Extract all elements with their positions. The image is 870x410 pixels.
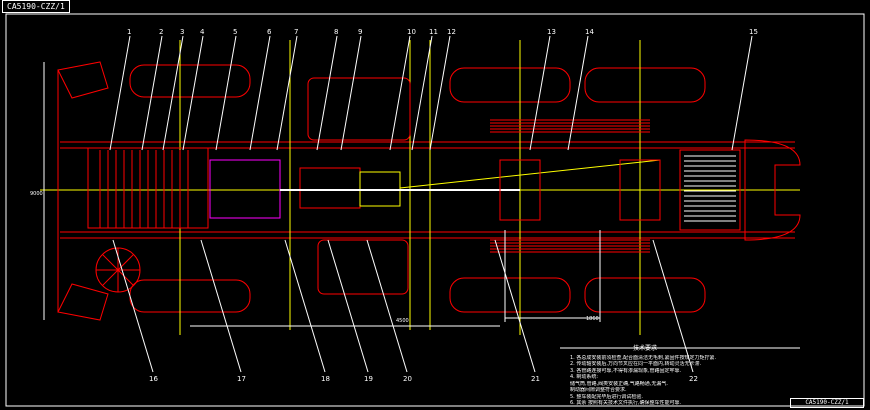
drawing-tab[interactable]: CA5190-CZZ/1 <box>2 0 70 13</box>
notes-line: 6. 其余 按照有关技术文件执行,确保整车性能可靠. <box>570 400 682 406</box>
rear-pack <box>679 149 741 231</box>
callout-leader <box>731 35 753 151</box>
spare-wheel-spoke <box>102 269 119 286</box>
callout-leader <box>112 239 154 373</box>
tire <box>584 67 706 103</box>
callout-leader <box>494 239 536 373</box>
callout-leader <box>340 35 362 151</box>
rear-axle-housing-1 <box>499 159 541 221</box>
callout-number: 8 <box>334 28 338 36</box>
callout-leader <box>276 35 298 151</box>
tire <box>129 279 251 313</box>
callout-leader <box>200 239 242 373</box>
callout-number: 16 <box>149 375 158 383</box>
callout-number: 12 <box>447 28 456 36</box>
rear-crossmember <box>744 139 801 241</box>
notes-title: 技术要求 <box>632 345 657 352</box>
notes-line: 制动器间隙调整符合要求. <box>570 387 627 393</box>
callout-leader <box>316 35 338 151</box>
tire <box>584 277 706 313</box>
callout-leader <box>284 239 326 373</box>
callout-number: 14 <box>585 28 594 36</box>
drawing-border <box>5 13 865 407</box>
callout-leader <box>567 35 589 151</box>
brake-line <box>399 159 661 189</box>
callout-number: 21 <box>531 375 540 383</box>
callout-number: 13 <box>547 28 556 36</box>
dimension-track: 1860 <box>586 316 599 322</box>
rear-axle-housing-2 <box>619 159 661 221</box>
callout-leader <box>529 35 551 151</box>
callout-number: 4 <box>200 28 205 36</box>
notes-line: 5. 整车装配完毕后进行调试检验. <box>570 393 643 400</box>
battery-box <box>317 239 409 295</box>
notes-line: 储气筒,管路,阀类安装正确,气路畅通,无漏气. <box>570 380 668 387</box>
callout-number: 10 <box>407 28 416 36</box>
callout-leader <box>109 35 131 151</box>
spare-wheel-spoke <box>117 269 134 286</box>
tire <box>449 277 571 313</box>
callout-number: 6 <box>267 28 272 36</box>
bumper-upper <box>57 61 109 99</box>
spare-wheel-spoke <box>102 254 119 271</box>
notes-line: 2. 传动轴安装后,万向节叉应在同一平面内,转动灵活无卡滞. <box>570 361 702 367</box>
callout-leader <box>429 35 451 151</box>
callout-number: 17 <box>237 375 246 383</box>
gearbox <box>209 159 281 219</box>
notes-line: 3. 各管路连接可靠,不得有渗漏现象,管路固定牢靠. <box>570 367 682 374</box>
callout-number: 18 <box>321 375 330 383</box>
notes-line: 4. 制动系统: <box>570 374 599 380</box>
dimension-overall-length: 9000 <box>30 191 43 197</box>
callout-number: 2 <box>159 28 163 36</box>
spare-wheel-spoke <box>117 254 134 271</box>
callout-leader <box>249 35 271 151</box>
callout-leader <box>389 35 411 151</box>
transfer-case <box>299 167 361 209</box>
dimension-wheelbase: 4500 <box>396 318 409 324</box>
callout-number: 5 <box>233 28 237 36</box>
callout-number: 1 <box>127 28 131 36</box>
callout-leader <box>182 35 204 151</box>
callout-leader <box>652 239 694 373</box>
tire <box>129 64 251 98</box>
title-block: CA5190-CZZ/1 <box>790 398 864 408</box>
callout-number: 22 <box>689 375 698 383</box>
callout-leader <box>411 35 433 151</box>
callout-leader <box>327 239 369 373</box>
callout-number: 15 <box>749 28 758 36</box>
callout-number: 3 <box>180 28 184 36</box>
callout-leader <box>215 35 237 151</box>
callout-number: 11 <box>429 28 438 36</box>
callout-leader <box>162 35 184 151</box>
bumper-lower <box>57 283 109 321</box>
technical-notes: 技术要求 1. 各总成安装前须检查,配合面清洁无毛刺,紧固件按规定力矩拧紧. 2… <box>570 345 720 407</box>
notes-line: 1. 各总成安装前须检查,配合面清洁无毛刺,紧固件按规定力矩拧紧. <box>570 354 717 361</box>
callout-number: 9 <box>358 28 362 36</box>
callout-leader <box>366 239 408 373</box>
callout-number: 7 <box>294 28 298 36</box>
callout-number: 19 <box>364 375 373 383</box>
fuel-tank <box>307 77 411 141</box>
tire <box>449 67 571 103</box>
callout-number: 20 <box>403 375 412 383</box>
callout-leader <box>141 35 163 151</box>
